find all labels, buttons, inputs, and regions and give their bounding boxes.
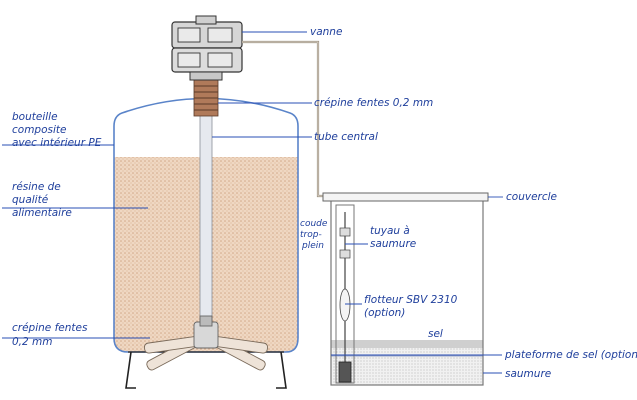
brine-tank: [322, 192, 489, 386]
label-resine-2: qualité: [12, 194, 49, 206]
label-sel: sel: [428, 328, 443, 340]
central-tube: [199, 111, 213, 335]
label-coude-2: trop-: [300, 230, 322, 240]
salt-layer: [331, 340, 483, 348]
label-coude-1: coude: [300, 219, 328, 229]
label-crepine-top: crépine fentes 0,2 mm: [314, 97, 433, 109]
tank-leg-right: [276, 351, 287, 389]
brine-valve: [338, 361, 352, 383]
label-plateforme: plateforme de sel (option): [504, 349, 637, 361]
label-tuyau-2: saumure: [370, 238, 416, 250]
label-flotteur-1: flotteur SBV 2310: [364, 294, 458, 306]
top-strainer: [193, 79, 219, 117]
label-crepine-bottom-2: 0,2 mm: [12, 336, 53, 348]
control-valve: [171, 15, 243, 81]
label-vanne: vanne: [310, 26, 342, 38]
label-couvercle: couvercle: [506, 191, 557, 203]
label-saumure: saumure: [505, 368, 551, 380]
leader-lines: [2, 31, 503, 374]
tank-leg-left: [125, 351, 136, 389]
tank-outline: [113, 97, 299, 353]
bottom-strainers: [143, 315, 269, 371]
brine-fill: [331, 345, 483, 385]
brine-well: [335, 204, 355, 384]
label-flotteur-2: (option): [364, 307, 405, 319]
float: [339, 288, 351, 322]
label-bouteille-1: bouteille: [12, 111, 58, 123]
label-crepine-bottom-1: crépine fentes: [12, 322, 88, 334]
label-resine-3: alimentaire: [12, 207, 72, 219]
label-resine-1: résine de: [12, 181, 61, 193]
brine-tank-lid: [322, 192, 489, 202]
label-tuyau-1: tuyau à: [370, 225, 410, 237]
label-bouteille-2: composite: [12, 124, 66, 136]
label-coude-3: plein: [301, 241, 324, 251]
label-tube-central: tube central: [314, 131, 378, 143]
label-bouteille-3: avec intérieur PE: [12, 137, 102, 149]
